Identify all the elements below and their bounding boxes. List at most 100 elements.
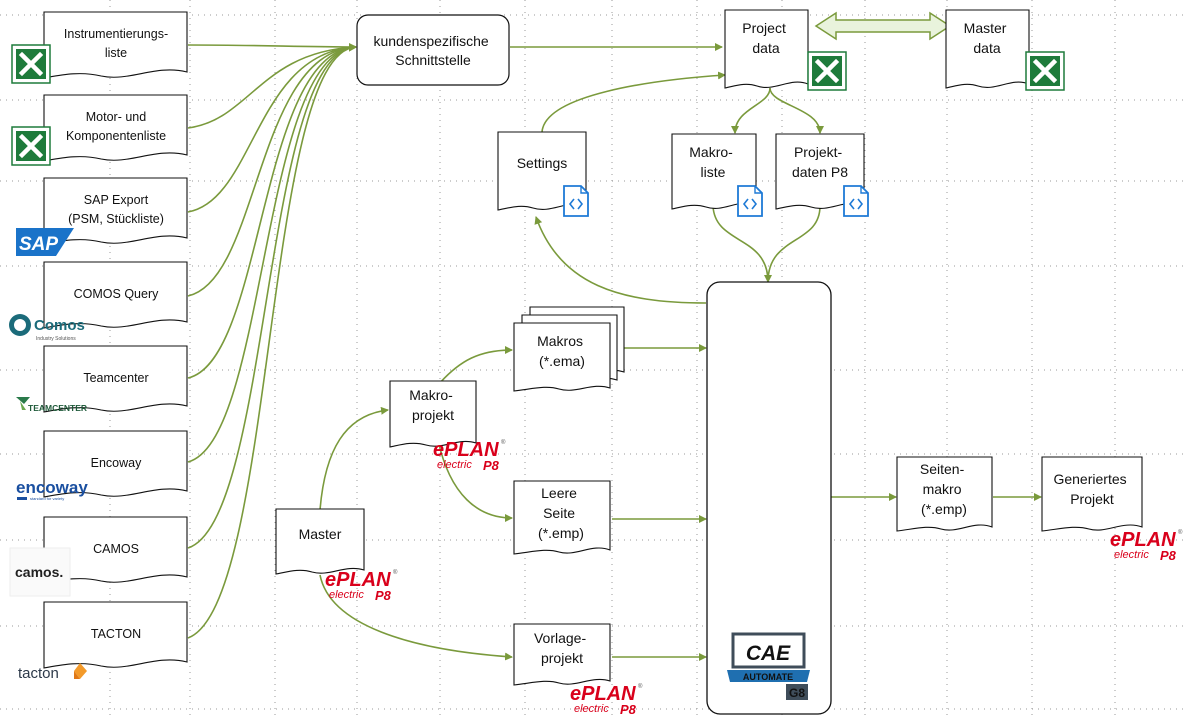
source-label: SAP Export (84, 193, 149, 207)
eplan-registered: ® (393, 569, 398, 576)
source-label: liste (105, 46, 127, 60)
cae-band-text: AUTOMATE (743, 672, 793, 682)
vorlageprojekt-label: Vorlage- projekt (534, 630, 590, 666)
makroliste-label: Makro- liste (689, 144, 736, 180)
interface-label: kundenspezifische Schnittstelle (373, 33, 492, 68)
eplan-sub: electric (1114, 549, 1149, 561)
eplan-registered: ® (638, 683, 643, 690)
source-doc-5[interactable]: Teamcenter (43, 345, 188, 413)
source-doc-1[interactable]: Instrumentierungs-liste (43, 11, 188, 79)
teamcenter-logo: TEAMCENTER (16, 397, 87, 413)
source-label: Teamcenter (83, 371, 148, 385)
master-doc[interactable]: Master (275, 508, 365, 575)
connector-lists-cae (712, 205, 821, 282)
source-label: TACTON (91, 627, 141, 641)
connector-source-3 (187, 43, 357, 213)
connector-source-1 (187, 42, 357, 51)
projektdaten-doc[interactable]: Projekt- daten P8 (775, 133, 865, 210)
excel-icon-instrumentierung (11, 44, 51, 84)
connector-settings-project (541, 71, 726, 133)
settings-label: Settings (517, 155, 568, 171)
source-label: Instrumentierungs- (64, 27, 168, 41)
makroprojekt-doc[interactable]: Makro- projekt (389, 380, 477, 448)
master-data-doc[interactable]: Master data (945, 9, 1030, 89)
source-label: (PSM, Stückliste) (68, 212, 164, 226)
double-arrow-project-master (814, 11, 952, 41)
master-label: Master (299, 526, 342, 542)
camos-logo: camos. (9, 547, 71, 597)
connector-source-8 (187, 43, 357, 639)
master-data-label: Master data (964, 20, 1011, 56)
makroliste-doc[interactable]: Makro- liste (671, 133, 757, 210)
xml-file-icons (563, 185, 869, 217)
makros-label: Makros (*.ema) (537, 333, 587, 369)
project-data-label: Project data (742, 20, 789, 56)
eplan-version: P8 (483, 458, 500, 473)
eplan-version: P8 (375, 588, 392, 603)
cae-version: G8 (789, 686, 805, 700)
excel-icon-project-data (807, 51, 847, 91)
eplan-sub: electric (329, 589, 364, 601)
eplan-sub: electric (574, 703, 609, 715)
source-doc-3[interactable]: SAP Export (PSM, Stückliste) (43, 177, 188, 245)
source-doc-6[interactable]: Encoway (43, 430, 188, 498)
leere-seite-doc[interactable]: Leere Seite (*.emp) (513, 480, 611, 555)
connector-master-makroprojekt (319, 406, 389, 511)
generiertes-projekt-label: Generiertes Projekt (1053, 471, 1130, 507)
svg-text:TEAMCENTER: TEAMCENTER (28, 403, 87, 413)
eplan-word: ePLAN (433, 439, 499, 461)
cae-logo-text: CAE (746, 642, 791, 665)
connector-source-7 (187, 43, 357, 549)
connectors (187, 42, 1042, 661)
connector-source-5 (187, 43, 357, 379)
leere-seite-label: Leere Seite (*.emp) (538, 485, 584, 541)
project-data-doc[interactable]: Project data (724, 9, 809, 89)
source-label: Encoway (91, 456, 142, 470)
makros-doc-stack[interactable]: Makros (*.ema) (513, 306, 625, 392)
svg-text:encoway: encoway (16, 478, 88, 497)
connector-source-6 (187, 43, 357, 463)
svg-text:tacton: tacton (18, 665, 59, 682)
excel-icon-motor (11, 126, 51, 166)
svg-text:camos.: camos. (15, 564, 63, 580)
svg-text:SAP: SAP (19, 234, 58, 255)
svg-text:standard for variety: standard for variety (30, 496, 64, 501)
interface-box[interactable]: kundenspezifische Schnittstelle (356, 14, 510, 86)
vorlageprojekt-doc[interactable]: Vorlage- projekt (513, 623, 611, 686)
eplan-logo: ePLAN® electric P8 (325, 569, 398, 603)
source-label: COMOS Query (74, 287, 159, 301)
generiertes-projekt-doc[interactable]: Generiertes Projekt (1041, 456, 1143, 532)
connector-project-projektdaten (769, 87, 824, 134)
cae-automate-logo: CAE AUTOMATE G8 (727, 632, 810, 700)
svg-text:Comos: Comos (34, 317, 85, 334)
source-doc-8[interactable]: TACTON (43, 601, 188, 669)
eplan-version: P8 (620, 702, 637, 717)
sap-logo: SAP (16, 228, 74, 256)
projektdaten-label: Projekt- daten P8 (792, 144, 848, 180)
connector-source-2 (187, 43, 357, 129)
source-doc-4[interactable]: COMOS Query (43, 261, 188, 329)
xml-file-icon (563, 185, 589, 217)
excel-icon-master-data (1025, 51, 1065, 91)
excel-icons (11, 44, 1065, 166)
eplan-word: ePLAN (325, 569, 391, 591)
eplan-registered: ® (1178, 529, 1183, 536)
connector-makroprojekt-makros (437, 346, 513, 386)
source-label: Motor- und (86, 110, 146, 124)
xml-file-icon (737, 185, 763, 217)
svg-text:Industry Solutions: Industry Solutions (36, 336, 76, 342)
source-label: CAMOS (93, 542, 139, 556)
seitenmakro-doc[interactable]: Seiten- makro (*.emp) (896, 456, 993, 532)
connector-master-vorlage (319, 574, 513, 661)
cae-engine-box[interactable] (706, 281, 832, 715)
